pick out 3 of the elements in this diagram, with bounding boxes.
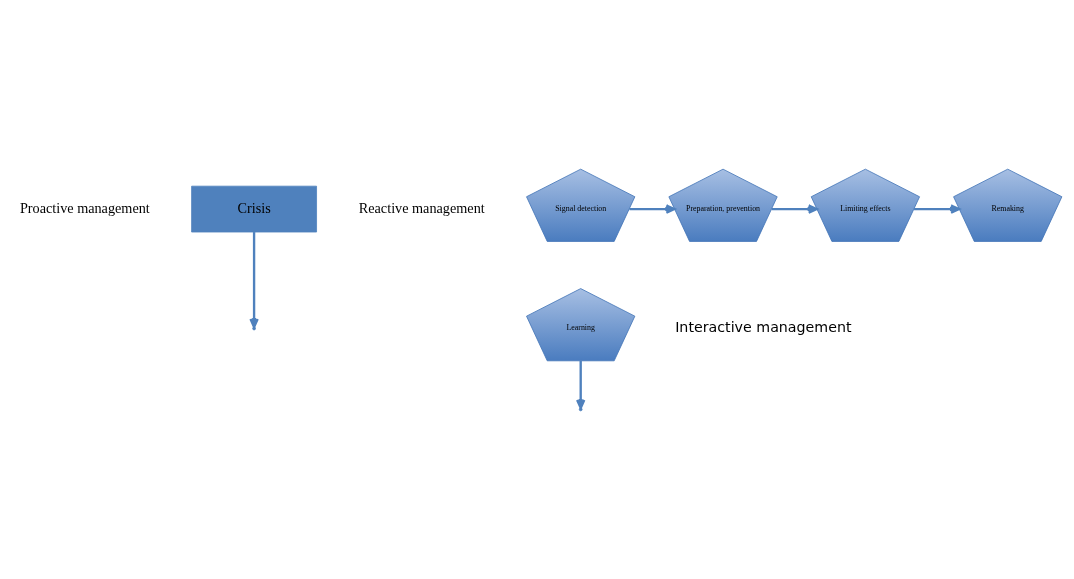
label: Interactive management xyxy=(675,318,852,335)
label: Reactive management xyxy=(358,199,485,216)
label: Proactive management xyxy=(19,199,150,216)
